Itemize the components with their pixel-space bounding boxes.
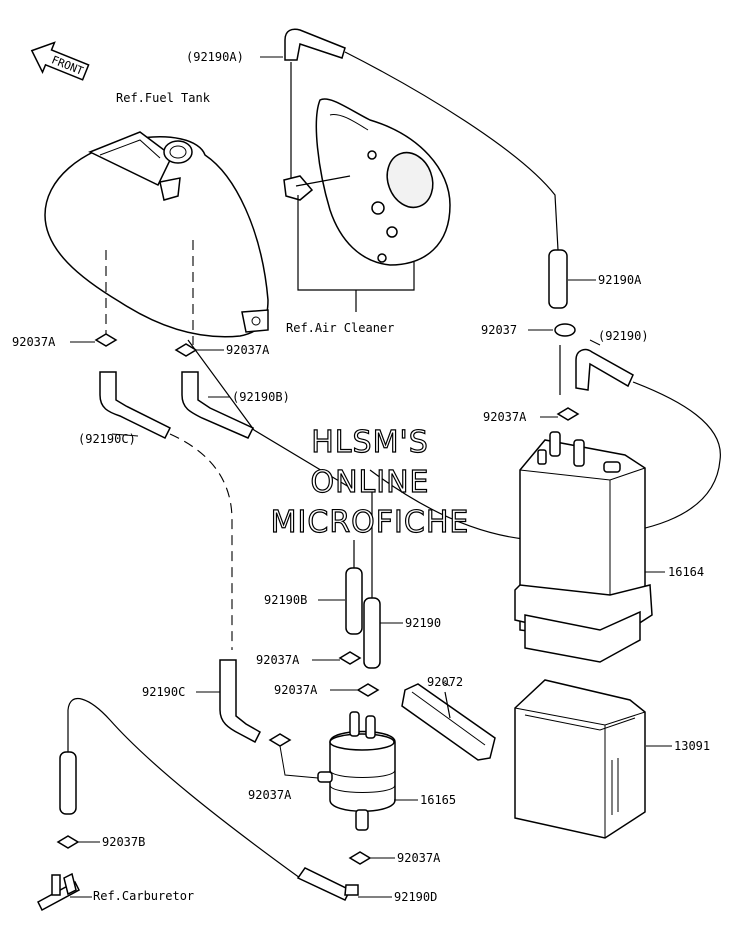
clamp-92037a-left <box>94 333 118 347</box>
part-label-92190a-right: 92190A <box>598 273 642 287</box>
part-label-92190c: 92190C <box>142 685 185 699</box>
watermark-line1: HLSM'S <box>311 425 429 460</box>
part-label-92037a-filter-left: 92037A <box>248 788 292 802</box>
fuel-filter-16165 <box>317 711 396 831</box>
clamp-92037a-filter-left <box>268 733 292 747</box>
fuel-tank <box>44 131 269 345</box>
hose-92190a <box>284 28 568 309</box>
watermark: HLSM'S ONLINE MICROFICHE <box>270 424 470 540</box>
hose-carb-left <box>59 698 301 879</box>
hose-92190 <box>363 490 381 669</box>
ref-air-cleaner-label: Ref.Air Cleaner <box>286 321 394 335</box>
part-label-92190b: 92190B <box>264 593 307 607</box>
clamp-92037a-mid <box>338 651 362 665</box>
part-label-13091: 13091 <box>674 739 710 753</box>
canister-case-13091 <box>514 679 646 839</box>
part-label-92190-paren: (92190) <box>598 329 649 343</box>
part-label-92037a-mid: 92037A <box>256 653 300 667</box>
part-label-92037a-canister: 92037A <box>483 410 527 424</box>
front-direction-arrow: FRONT <box>30 41 90 81</box>
part-label-92037: 92037 <box>481 323 517 337</box>
clamp-92037a-canister <box>556 407 580 421</box>
canister-16164 <box>514 431 653 663</box>
clamp-92037 <box>554 323 576 395</box>
hose-92190c-upper <box>99 371 233 650</box>
part-label-92072: 92072 <box>427 675 463 689</box>
part-label-16165: 16165 <box>420 793 456 807</box>
part-label-92190: 92190 <box>405 616 441 630</box>
part-label-92190b-paren: (92190B) <box>232 390 290 404</box>
ref-carburetor-label: Ref.Carburetor <box>93 889 194 903</box>
part-label-92190d: 92190D <box>394 890 437 904</box>
clamp-92037a-bottom <box>348 851 372 865</box>
carburetor-t-fitting <box>37 872 80 912</box>
air-cleaner-housing <box>283 98 451 266</box>
hose-92190b <box>345 540 363 635</box>
part-label-92037a-filter-top: 92037A <box>274 683 318 697</box>
ref-fuel-tank-label: Ref.Fuel Tank <box>116 91 211 105</box>
clamp-92037b <box>56 835 80 849</box>
hose-92190-loop <box>369 348 721 541</box>
part-label-92037a-left: 92037A <box>12 335 56 349</box>
hose-92190b-upper <box>181 371 255 439</box>
watermark-line2: ONLINE <box>310 465 429 500</box>
part-label-92037a-center: 92037A <box>226 343 270 357</box>
part-label-92190a-top: (92190A) <box>186 50 244 64</box>
part-label-92037b: 92037B <box>102 835 145 849</box>
leader-lines <box>70 56 672 898</box>
part-label-92190c-paren: (92190C) <box>78 432 136 446</box>
watermark-line3: MICROFICHE <box>271 505 470 540</box>
hose-92190d <box>296 867 359 901</box>
strap-92072 <box>401 683 496 761</box>
clamp-92037a-center <box>174 343 198 357</box>
hose-92190c-lower <box>219 659 261 744</box>
clamp-92037a-filter-top <box>356 683 380 697</box>
part-label-16164: 16164 <box>668 565 704 579</box>
part-label-92037a-bottom: 92037A <box>397 851 441 865</box>
